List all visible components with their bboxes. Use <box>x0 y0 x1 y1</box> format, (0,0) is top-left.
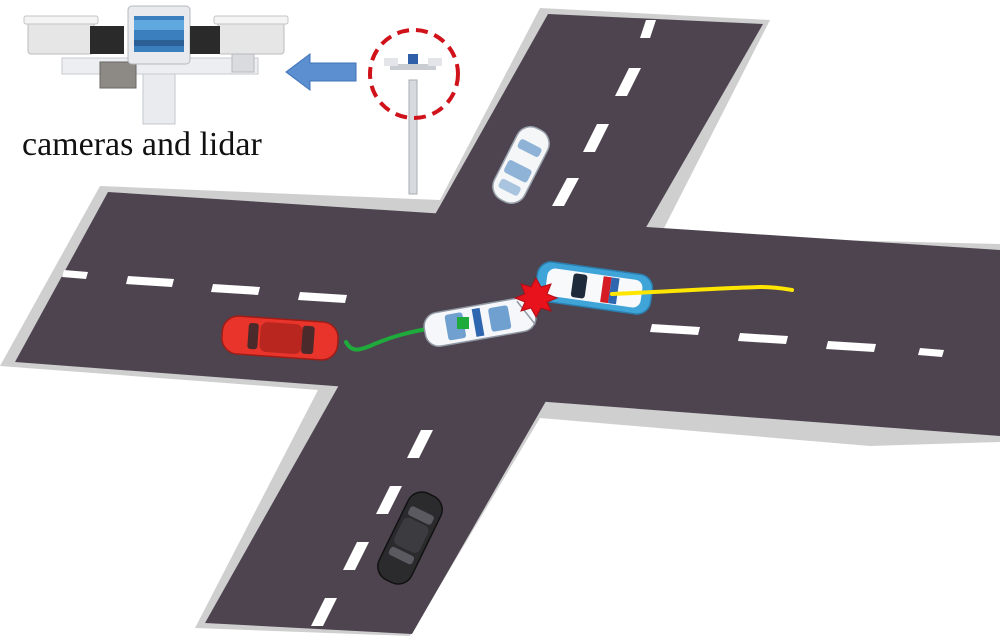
trajectory-yellow <box>610 284 794 296</box>
lane-markings-horizontal <box>62 270 944 357</box>
collision-burst-icon <box>513 276 559 319</box>
lidar-sensor-icon <box>127 5 191 65</box>
camera-icon <box>23 15 137 89</box>
lane-markings-vertical <box>311 20 656 626</box>
camera-icon <box>190 15 289 73</box>
highlight-circle <box>368 28 460 120</box>
green-marker <box>457 317 469 329</box>
caption-cameras-and-lidar: cameras and lidar <box>22 126 262 163</box>
white-car <box>492 126 550 204</box>
cameras-and-lidar-unit <box>23 5 289 125</box>
sensor-pole-icon <box>368 28 460 195</box>
police-car-crashed <box>423 297 537 347</box>
red-car <box>221 315 339 361</box>
dark-car <box>377 491 443 585</box>
police-car-moving <box>534 261 654 315</box>
direction-arrow-icon <box>285 53 357 91</box>
